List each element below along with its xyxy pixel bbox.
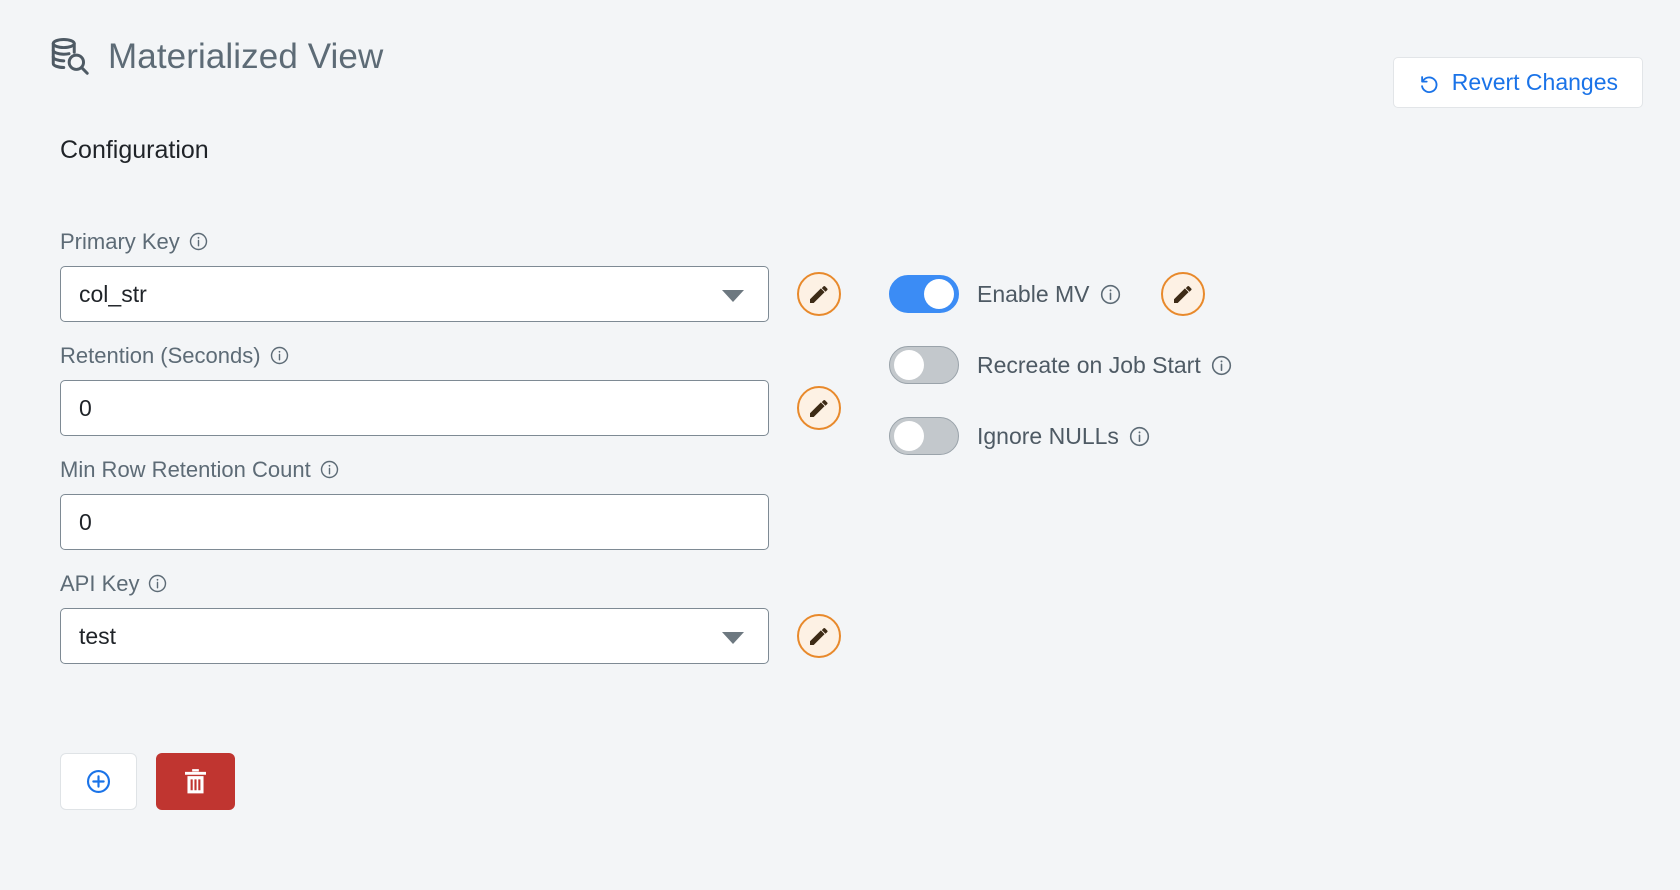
toggle-knob (894, 350, 924, 380)
revert-changes-label: Revert Changes (1451, 69, 1618, 95)
label-text: Recreate on Job Start (977, 351, 1201, 378)
toggle-knob (924, 279, 954, 309)
revert-changes-button[interactable]: Revert Changes (1392, 57, 1643, 108)
field-row-min-row-retention-count: 0 (60, 494, 860, 550)
ignore-nulls-toggle[interactable] (889, 417, 959, 455)
field-api-key: API Key test (60, 570, 860, 664)
configuration-form: Primary Key col_str (60, 228, 860, 684)
field-min-row-retention-count: Min Row Retention Count 0 (60, 456, 860, 550)
pencil-icon (807, 624, 831, 648)
toggle-column: Enable MV Recreate on Job Start (889, 270, 1232, 483)
info-icon[interactable] (148, 574, 167, 593)
pencil-icon (807, 282, 831, 306)
field-primary-key: Primary Key col_str (60, 228, 860, 322)
retention-seconds-value: 0 (79, 394, 92, 421)
field-row-retention-seconds: 0 (60, 380, 860, 436)
label-text: API Key (60, 570, 140, 596)
toggle-row-enable-mv: Enable MV (889, 270, 1232, 318)
info-icon[interactable] (320, 460, 339, 479)
section-heading: Configuration (60, 136, 209, 164)
field-row-primary-key: col_str (60, 266, 860, 322)
label-text: Primary Key (60, 228, 180, 254)
toggle-knob (894, 421, 924, 451)
add-row-button[interactable] (60, 753, 137, 810)
chevron-down-icon (722, 290, 744, 302)
title-row: Materialized View (48, 36, 383, 78)
trash-icon (182, 767, 209, 796)
field-label-retention-seconds: Retention (Seconds) (60, 342, 860, 369)
page-header: Materialized View Revert Changes (0, 0, 1680, 120)
toggle-row-ignore-nulls: Ignore NULLs (889, 412, 1232, 460)
plus-circle-icon (85, 768, 112, 795)
row-actions (60, 753, 235, 810)
min-row-retention-count-input[interactable]: 0 (60, 494, 769, 550)
edit-api-key-button[interactable] (797, 614, 841, 658)
api-key-value: test (79, 622, 117, 649)
recreate-on-job-start-toggle[interactable] (889, 346, 959, 384)
label-text: Min Row Retention Count (60, 456, 311, 482)
info-icon[interactable] (189, 232, 208, 251)
page-title: Materialized View (108, 37, 384, 76)
field-label-min-row-retention-count: Min Row Retention Count (60, 456, 860, 483)
delete-row-button[interactable] (156, 753, 235, 810)
enable-mv-toggle[interactable] (889, 275, 959, 313)
edit-enable-mv-button[interactable] (1160, 272, 1205, 316)
edit-retention-seconds-button[interactable] (797, 386, 841, 430)
primary-key-value: col_str (79, 280, 147, 307)
label-text: Enable MV (977, 280, 1090, 307)
undo-icon (1418, 72, 1440, 94)
label-text: Retention (Seconds) (60, 342, 261, 368)
pencil-icon (1171, 282, 1195, 306)
retention-seconds-input[interactable]: 0 (60, 380, 769, 436)
info-icon[interactable] (1211, 355, 1232, 376)
field-label-primary-key: Primary Key (60, 228, 860, 255)
toggle-label-enable-mv: Enable MV (977, 281, 1121, 308)
info-icon[interactable] (270, 346, 289, 365)
label-text: Ignore NULLs (977, 422, 1119, 449)
toggle-label-ignore-nulls: Ignore NULLs (977, 423, 1150, 450)
min-row-retention-count-value: 0 (79, 508, 92, 535)
pencil-icon (807, 396, 831, 420)
toggle-row-recreate-on-job-start: Recreate on Job Start (889, 341, 1232, 389)
toggle-label-recreate-on-job-start: Recreate on Job Start (977, 352, 1232, 379)
edit-primary-key-button[interactable] (797, 272, 841, 316)
field-label-api-key: API Key (60, 570, 860, 597)
primary-key-select[interactable]: col_str (60, 266, 769, 322)
info-icon[interactable] (1129, 426, 1150, 447)
chevron-down-icon (722, 632, 744, 644)
database-search-icon (48, 36, 90, 78)
api-key-select[interactable]: test (60, 608, 769, 664)
info-icon[interactable] (1100, 284, 1121, 305)
field-row-api-key: test (60, 608, 860, 664)
field-retention-seconds: Retention (Seconds) 0 (60, 342, 860, 436)
